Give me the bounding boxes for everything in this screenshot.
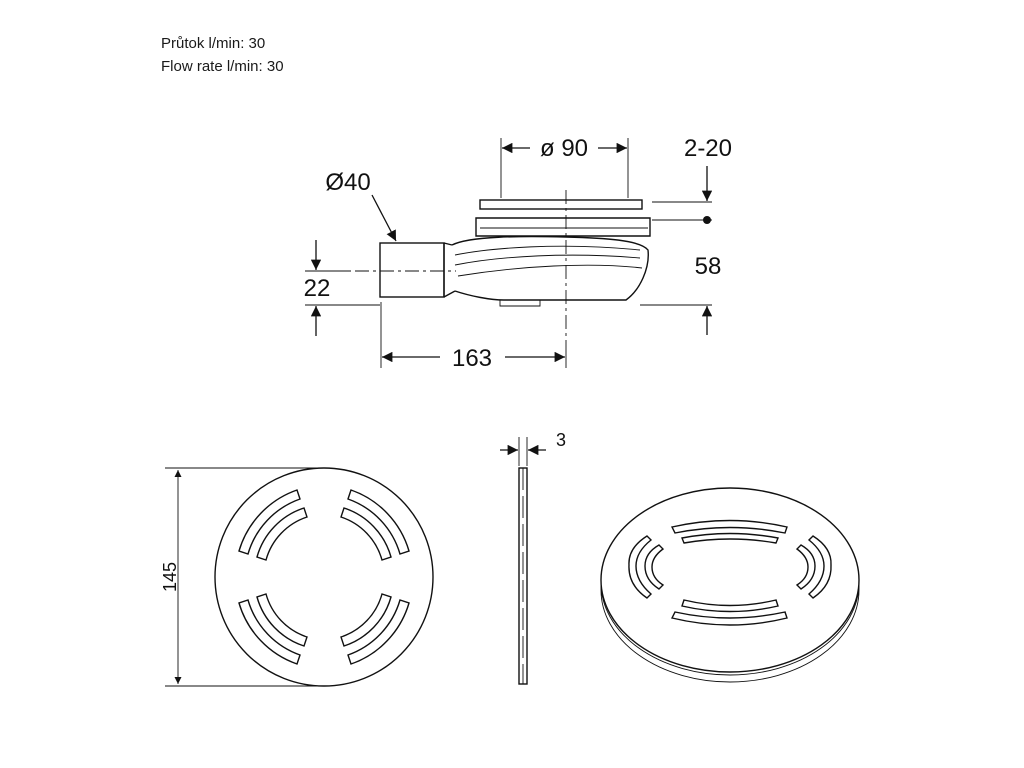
label-thickness: 3 — [556, 430, 566, 450]
label-length: 163 — [452, 345, 492, 372]
label-grate-diameter: 145 — [160, 562, 180, 592]
grate-section-view: 3 — [500, 430, 566, 685]
dimension-adjust-range: 2-20 — [652, 135, 732, 224]
label-height: 58 — [695, 253, 722, 280]
flow-rate-czech: Průtok l/min: 30 — [161, 35, 266, 52]
label-adjust-range: 2-20 — [684, 135, 732, 162]
dimension-outlet-diameter: Ø40 — [325, 169, 397, 242]
label-top-diameter: ø 90 — [540, 135, 588, 162]
drain-side-view — [330, 190, 651, 340]
dimension-height: 58 — [640, 253, 721, 335]
flow-rate-english: Flow rate l/min: 30 — [161, 58, 284, 75]
label-outlet-diameter: Ø40 — [325, 169, 370, 196]
grate-top-view — [214, 467, 434, 687]
dimension-grate-diameter: 145 — [160, 467, 322, 687]
grate-perspective-view — [600, 487, 860, 683]
dimension-top-diameter: ø 90 — [500, 135, 629, 198]
label-outlet-height: 22 — [304, 275, 331, 302]
dimension-outlet-height: 22 — [304, 240, 380, 336]
dimension-length: 163 — [380, 302, 567, 372]
